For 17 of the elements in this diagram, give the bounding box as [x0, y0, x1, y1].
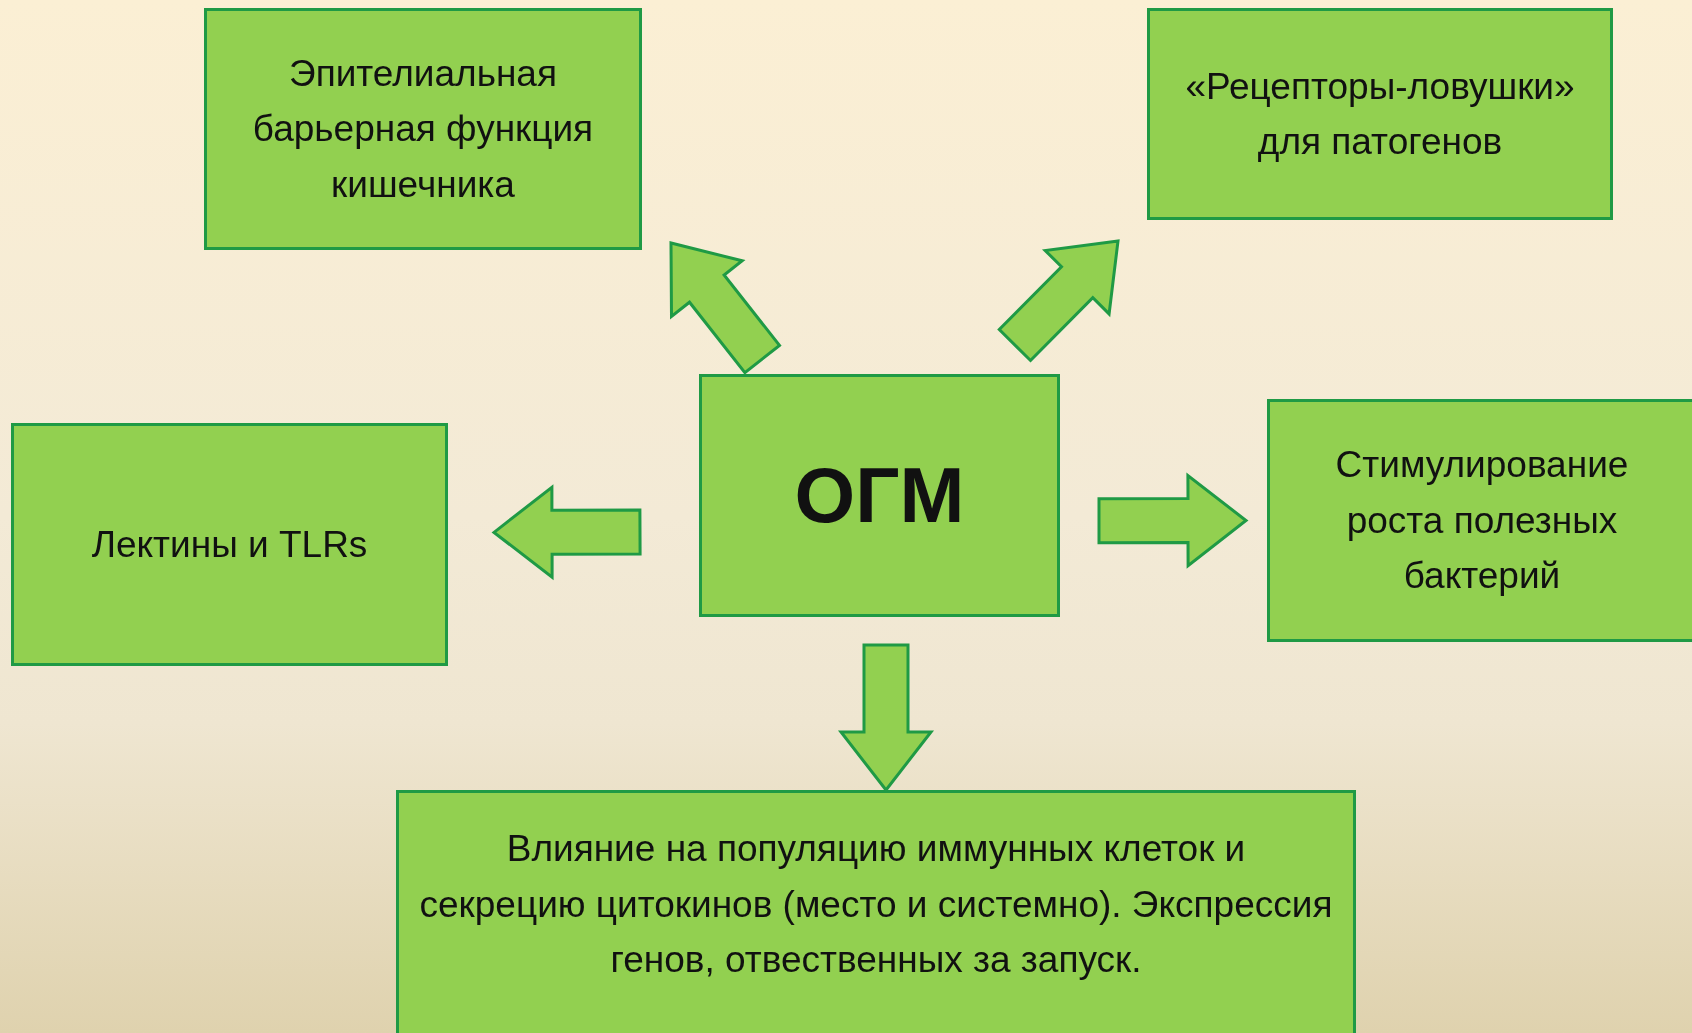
text-box: [11, 423, 448, 666]
box-text: Эпителиальная барьерная функция кишечника: [251, 51, 595, 207]
block-arrow: [491, 484, 642, 581]
block-arrow: [669, 241, 782, 375]
text-box: [1147, 8, 1613, 220]
box-text: Лектины и TLRs: [91, 522, 368, 567]
block-arrow: [997, 239, 1120, 363]
text-box: [396, 790, 1356, 1033]
box-text: «Рецепторы-ловушки» для патогенов: [1184, 64, 1576, 164]
central-label: ОГМ: [794, 450, 965, 541]
box-text: Стимулирование роста полезных бактерий: [1334, 443, 1630, 599]
text-box: [699, 374, 1060, 617]
block-arrow: [837, 643, 935, 793]
text-box: [204, 8, 642, 250]
text-box: [1267, 399, 1692, 642]
block-arrow: [1097, 472, 1249, 569]
box-text: Влияние на популяцию иммунных клеток и секрецию цитокинов (место и системно). Экспрессия генов, отвественных за запуск.: [419, 827, 1333, 982]
